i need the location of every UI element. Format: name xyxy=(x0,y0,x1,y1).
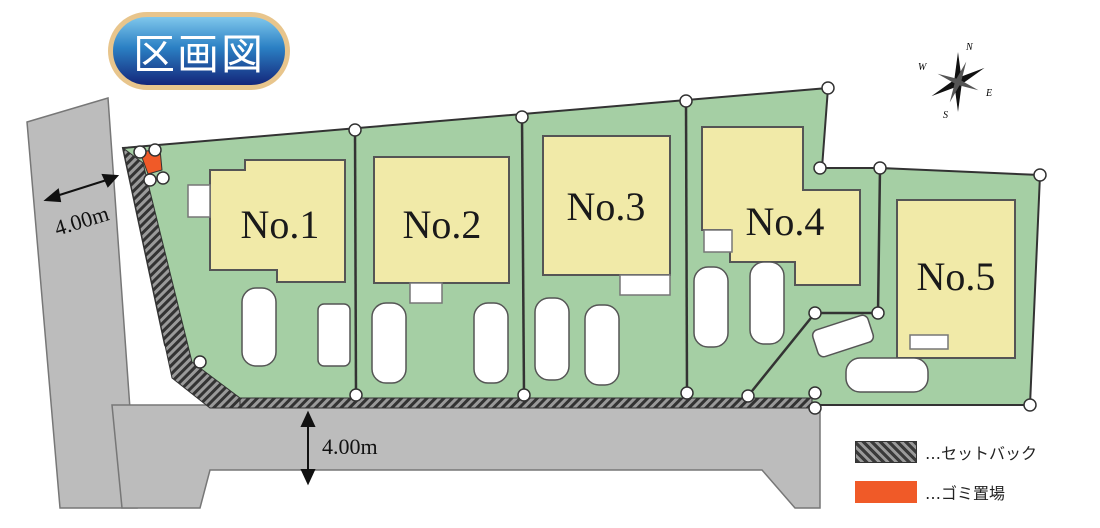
arrow-icon xyxy=(43,188,62,203)
lot-label-5: No.5 xyxy=(917,254,996,299)
boundary-marker xyxy=(813,161,827,175)
porch xyxy=(187,184,211,218)
garbage-swatch xyxy=(855,481,917,503)
car-icon xyxy=(693,266,729,348)
car-icon xyxy=(534,297,570,381)
house-2 xyxy=(373,156,510,284)
boundary-marker xyxy=(808,386,822,400)
lot-label-3: No.3 xyxy=(567,184,646,229)
boundary-marker xyxy=(679,94,693,108)
compass-w: W xyxy=(918,62,928,73)
boundary-marker xyxy=(1033,168,1047,182)
boundary-marker xyxy=(821,81,835,95)
car-icon xyxy=(584,304,620,386)
boundary-marker xyxy=(741,389,755,403)
compass-n: N xyxy=(965,42,974,53)
legend-label-garbage: …ゴミ置場 xyxy=(925,484,1006,503)
boundary-marker xyxy=(517,388,531,402)
lot-label-4: No.4 xyxy=(746,199,825,244)
legend-item-setback: …セットバック xyxy=(855,438,1085,466)
boundary-marker xyxy=(148,143,162,157)
boundary-marker xyxy=(1023,398,1037,412)
arrow-icon xyxy=(300,410,316,427)
porch xyxy=(909,334,949,350)
boundary-marker xyxy=(808,401,822,415)
boundary-marker xyxy=(808,306,822,320)
compass-e: E xyxy=(985,88,992,99)
legend-item-garbage: …ゴミ置場 xyxy=(855,478,1085,506)
compass-s: S xyxy=(943,110,948,121)
boundary-marker xyxy=(349,388,363,402)
boundary-marker xyxy=(873,161,887,175)
boundary-marker xyxy=(348,123,362,137)
boundary-marker xyxy=(871,306,885,320)
setback-swatch xyxy=(855,441,917,463)
house-5 xyxy=(896,199,1016,359)
lot-divider xyxy=(353,129,358,396)
car-icon xyxy=(371,302,407,384)
boundary-marker xyxy=(515,110,529,124)
boundary-marker xyxy=(143,173,157,187)
car-icon xyxy=(845,357,929,393)
car-icon xyxy=(749,261,785,345)
boundary-marker xyxy=(133,145,147,159)
lot-label-1: No.1 xyxy=(241,202,320,247)
lot-label-2: No.2 xyxy=(403,202,482,247)
car-icon xyxy=(241,287,277,367)
legend-label-setback: …セットバック xyxy=(925,444,1038,463)
compass-rose-icon: N E S W xyxy=(918,42,992,121)
car-icon xyxy=(811,314,875,358)
boundary-marker xyxy=(193,355,207,369)
porch xyxy=(619,274,671,296)
porch xyxy=(703,229,733,253)
lot-divider xyxy=(520,116,526,396)
car-icon xyxy=(317,303,351,367)
arrow-icon xyxy=(300,469,316,486)
page-title: 区画図 xyxy=(132,29,265,79)
dimension-line xyxy=(49,177,114,199)
road-south xyxy=(111,404,821,509)
title-badge: 区画図 xyxy=(108,12,290,90)
car-icon xyxy=(473,302,509,384)
boundary-marker xyxy=(680,386,694,400)
lot-divider xyxy=(747,167,882,397)
arrow-icon xyxy=(101,173,120,188)
house-1 xyxy=(209,159,346,283)
road-width-south: 4.00m xyxy=(322,434,378,459)
porch xyxy=(409,282,443,304)
lot-divider xyxy=(684,100,689,394)
boundary-marker xyxy=(156,171,170,185)
